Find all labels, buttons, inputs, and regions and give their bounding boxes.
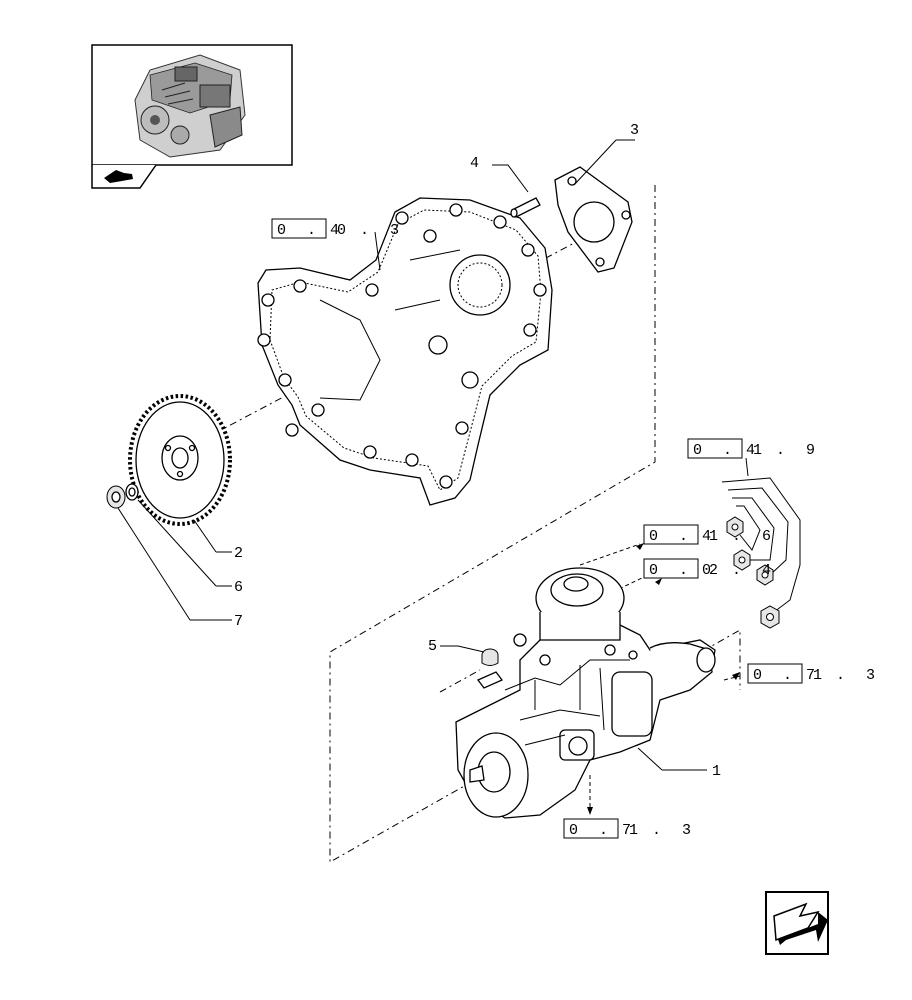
svg-text:0 . 1: 0 . 1	[649, 528, 724, 545]
timing-cover-housing	[257, 197, 553, 506]
svg-text:0 . 1: 0 . 1	[569, 822, 644, 839]
nut-part	[106, 485, 126, 509]
callout-1: 1	[712, 763, 721, 780]
ref-label[interactable]: 0 . 1 7 . 3	[563, 818, 697, 839]
injection-pump-part	[455, 567, 716, 819]
ref-label[interactable]: 0 . 1 7 . 3	[747, 663, 881, 684]
callout-5: 5	[428, 638, 437, 655]
callout-7: 7	[234, 613, 243, 630]
svg-text:4 . 6: 4 . 6	[702, 528, 777, 545]
dowel-pin-part	[510, 197, 541, 218]
svg-text:4 . 3: 4 . 3	[330, 222, 405, 239]
fuel-pipes-part	[721, 477, 801, 629]
svg-text:0 . 2: 0 . 2	[649, 562, 724, 579]
callout-2: 2	[234, 545, 243, 562]
pointing-hand-icon[interactable]	[91, 164, 157, 189]
gasket-part	[554, 166, 633, 273]
washer-part	[125, 483, 139, 501]
svg-text:7 . 3: 7 . 3	[806, 667, 881, 684]
next-page-arrow-icon[interactable]	[765, 891, 829, 955]
engine-thumbnail-icon[interactable]	[91, 44, 293, 166]
svg-text:0 . 1: 0 . 1	[753, 667, 828, 684]
ref-label[interactable]: 0 . 0 4 . 3	[271, 218, 405, 239]
ref-label[interactable]: 0 . 1 4 . 9	[687, 438, 821, 459]
svg-text:4 . 9: 4 . 9	[746, 442, 821, 459]
callout-6: 6	[234, 579, 243, 596]
svg-text:0 . 0: 0 . 0	[277, 222, 352, 239]
svg-text:0 . 4: 0 . 4	[702, 562, 777, 579]
svg-text:0 . 1: 0 . 1	[693, 442, 768, 459]
ref-label[interactable]: 0 . 2 0 . 4	[643, 558, 777, 579]
plug-part	[481, 648, 499, 666]
callout-3: 3	[630, 122, 639, 139]
ref-label[interactable]: 0 . 1 4 . 6	[643, 524, 777, 545]
pump-gear-part	[128, 394, 232, 526]
svg-text:7 . 3: 7 . 3	[622, 822, 697, 839]
callout-4: 4	[470, 155, 479, 172]
